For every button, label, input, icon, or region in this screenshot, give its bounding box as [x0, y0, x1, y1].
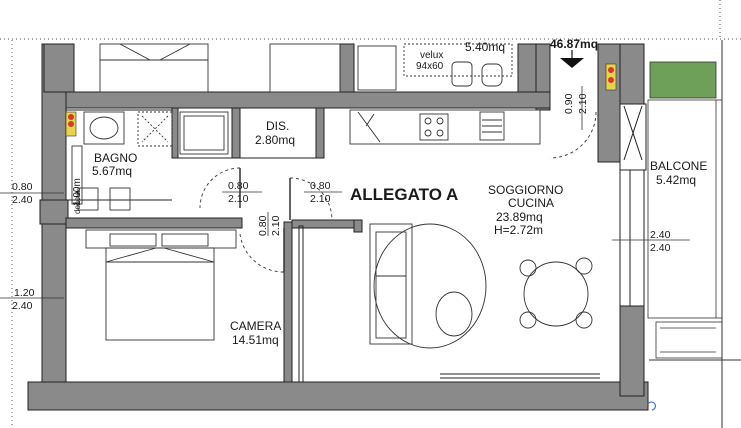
camera-area: 14.51mq [232, 333, 279, 347]
velux-size: 94x60 [416, 61, 444, 72]
balcone-area: 5.42mq [656, 173, 696, 187]
balcone-name: BALCONE [650, 159, 707, 173]
balcony-window-width: 2.40 [650, 229, 671, 241]
document-title: ALLEGATO A [350, 185, 458, 204]
top-rooms [99, 43, 513, 93]
soggiorno-area: 23.89mq [496, 210, 543, 224]
top-right-area: 46.87mq [550, 37, 598, 51]
bagno-window-height: 2.40 [12, 194, 33, 206]
soggiorno-name2: CUCINA [508, 196, 554, 210]
top-room-area: 5.40mq [465, 40, 505, 54]
soggiorno-height: H=2.72m [494, 223, 543, 237]
soggiorno-name: SOGGIORNO [488, 183, 563, 197]
planter [649, 61, 717, 99]
balcony-railing [647, 99, 723, 359]
bagno-door-height: 2.10 [228, 193, 249, 205]
bagno-name: BAGNO [94, 151, 137, 165]
kitchen-door-height: 2.10 [577, 93, 589, 114]
living-furniture [369, 223, 593, 349]
entrance-arrow-icon [560, 58, 584, 68]
kitchen-door-width: 0.90 [563, 93, 575, 114]
corner-mark [647, 401, 656, 411]
bagno-area: 5.67mq [92, 164, 132, 178]
velux-label: velux [420, 50, 443, 61]
balcony-window-height: 2.40 [650, 242, 671, 254]
camera-door-height: 2.10 [270, 215, 282, 236]
dis-door-height: 2.10 [310, 193, 331, 205]
dis-area: 2.80mq [255, 133, 295, 147]
door-swings [199, 111, 597, 273]
camera-window-height: 2.40 [12, 300, 33, 312]
camera-name: CAMERA [230, 319, 281, 333]
radiator-icon-top [605, 63, 617, 91]
bagno-door-width: 0.80 [228, 180, 249, 192]
dimension-lines [0, 86, 690, 299]
radiator-icon [65, 111, 77, 137]
camera-door-width: 0.80 [257, 215, 269, 236]
walls [27, 43, 649, 411]
shower-height: 1.00m [72, 178, 83, 206]
kitchen-counter [349, 109, 541, 145]
doccia-label: doccia [73, 190, 82, 214]
camera-window-width: 1.20 [14, 287, 35, 299]
bagno-fixtures [71, 111, 229, 211]
bagno-window-width: 0.80 [12, 181, 33, 193]
camera-furniture [85, 229, 237, 341]
dis-name: DIS. [266, 119, 289, 133]
thin-lines [66, 103, 647, 383]
dis-door-width: 0.80 [310, 180, 331, 192]
door-leaves [239, 168, 291, 272]
